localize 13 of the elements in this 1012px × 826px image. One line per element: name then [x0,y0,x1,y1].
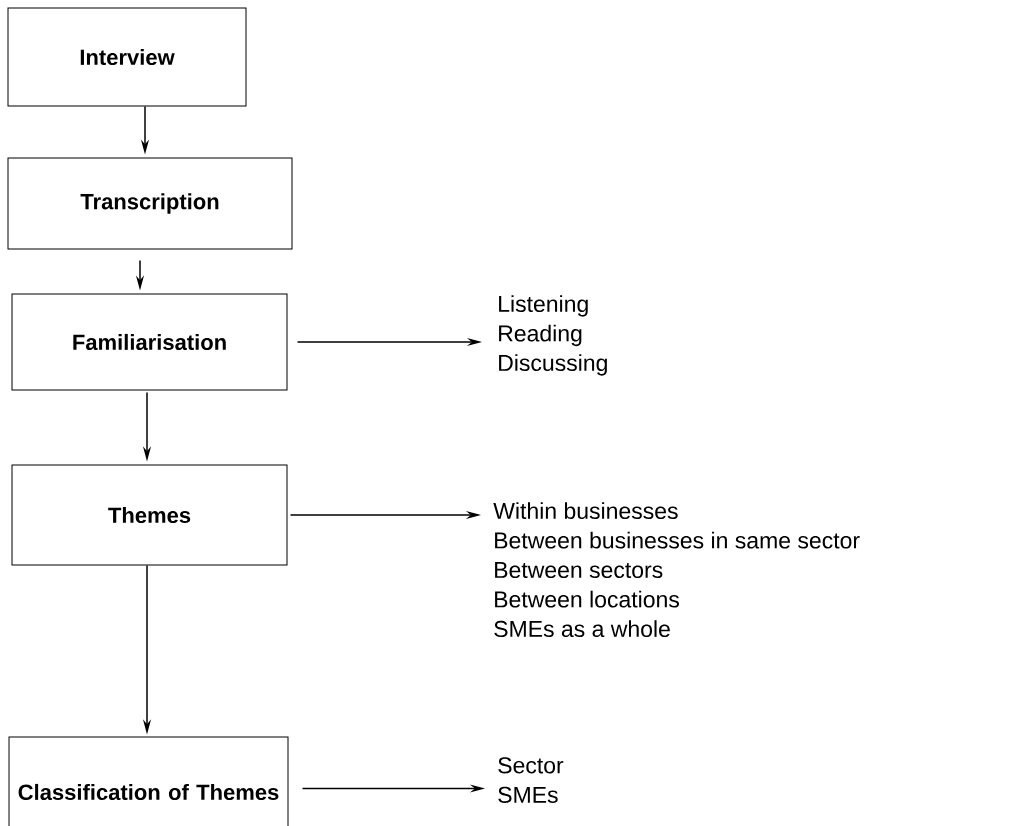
box-label: Interview [80,48,175,66]
box-label: Classification of Themes [18,783,279,801]
item-list: Within businesses Between businesses in same sector Between sectors Between locations SMEs as a whole [493,502,860,638]
box-label: Transcription [80,193,219,214]
item-list: Listening Reading Discussing [499,295,607,376]
process-box [11,293,288,391]
process-box [11,464,288,566]
process-box [8,736,289,826]
item-list: Sector SMEs [498,757,564,803]
process-box [7,7,247,107]
box-label: Familiarisation [73,333,226,351]
box-label: Themes [108,506,191,524]
process-box [7,157,293,250]
